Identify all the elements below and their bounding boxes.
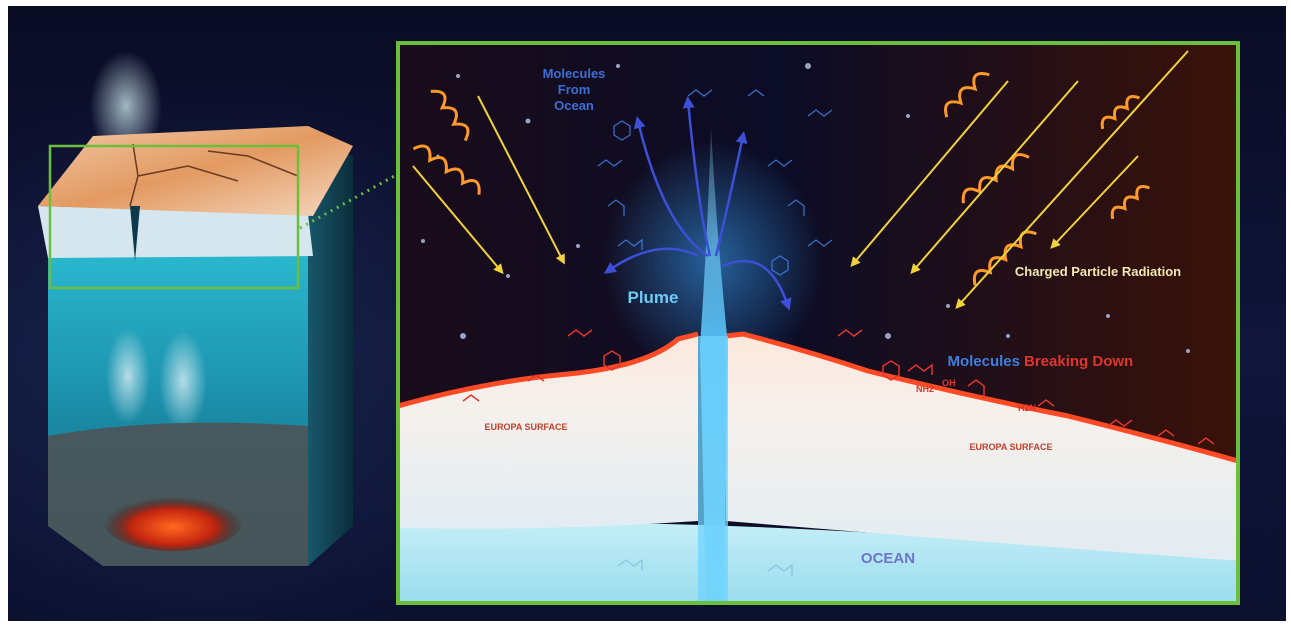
- diagram-stage: OH NH2 H2N Mo: [8, 6, 1286, 621]
- breaking-down-label: Breaking Down: [1024, 353, 1133, 370]
- molecules-from-ocean-line3: Ocean: [554, 98, 594, 113]
- block-top-surface: [38, 126, 353, 216]
- vent-plume-1: [106, 328, 150, 424]
- europa-surface-left-label: EUROPA SURFACE: [484, 422, 567, 432]
- ocean-label: OCEAN: [861, 550, 915, 567]
- group-nh2-label: NH2: [916, 384, 934, 394]
- europa-plume-diagram: OH NH2 H2N Mo: [8, 6, 1286, 621]
- charged-particle-radiation-label: Charged Particle Radiation: [1015, 264, 1181, 279]
- mantle-lava: [103, 491, 243, 551]
- vent-plume-2: [159, 331, 207, 431]
- group-oh-label: OH: [942, 378, 956, 388]
- molecules-label: Molecules: [947, 353, 1020, 370]
- inset-panel: OH NH2 H2N Mo: [398, 43, 1238, 603]
- europa-surface-right-label: EUROPA SURFACE: [969, 442, 1052, 452]
- molecules-from-ocean-line1: Molecules: [543, 66, 606, 81]
- plume-fissure-water: [698, 336, 728, 603]
- molecules-from-ocean-line2: From: [558, 82, 591, 97]
- group-h2n-label: H2N: [1018, 403, 1036, 413]
- plume-label: Plume: [627, 288, 678, 307]
- europa-cutaway-block: [38, 51, 398, 566]
